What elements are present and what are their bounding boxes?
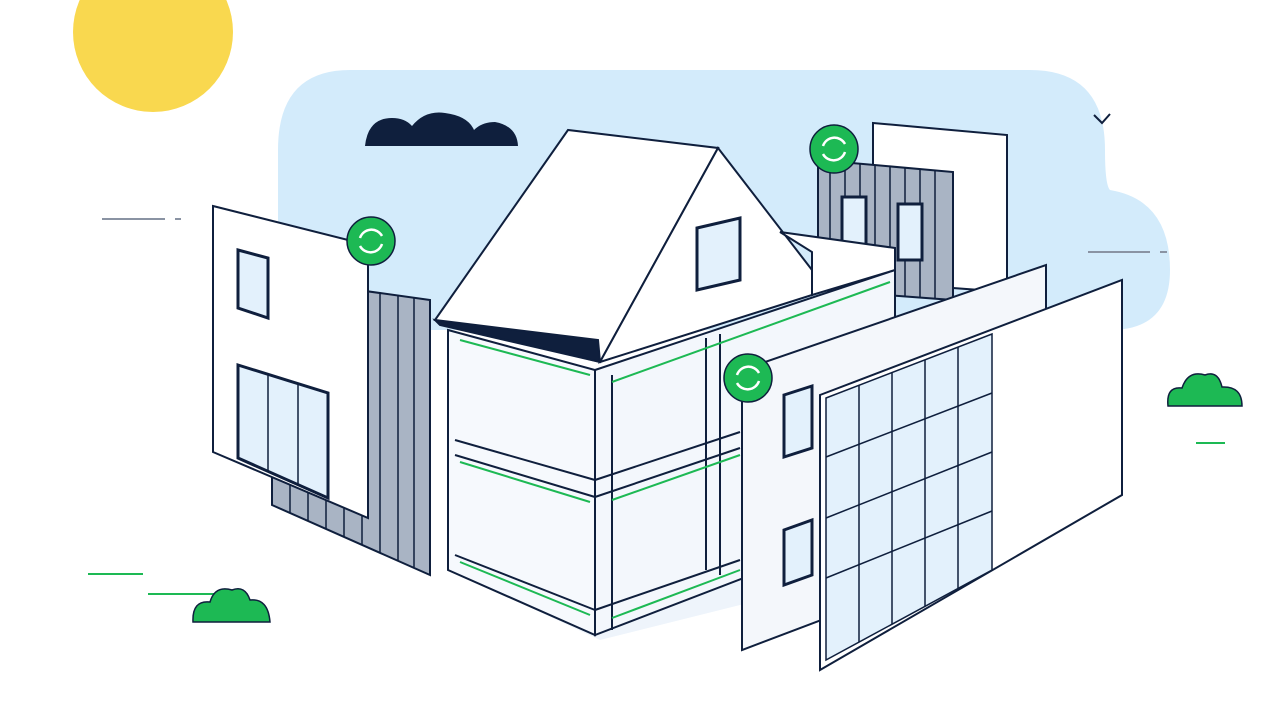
sun-icon — [73, 0, 233, 112]
bush-icon — [192, 373, 1243, 623]
ground-lines — [88, 442, 1225, 595]
left-wall-panel — [212, 204, 369, 520]
glass-facade-panel — [819, 278, 1123, 672]
dark-cloud-icon — [365, 112, 518, 146]
wind-dashes — [102, 218, 1167, 253]
recycle-icon — [809, 124, 859, 174]
recycle-icon — [723, 353, 773, 403]
recycle-icon — [346, 216, 396, 266]
bird-icon — [1093, 113, 1111, 125]
